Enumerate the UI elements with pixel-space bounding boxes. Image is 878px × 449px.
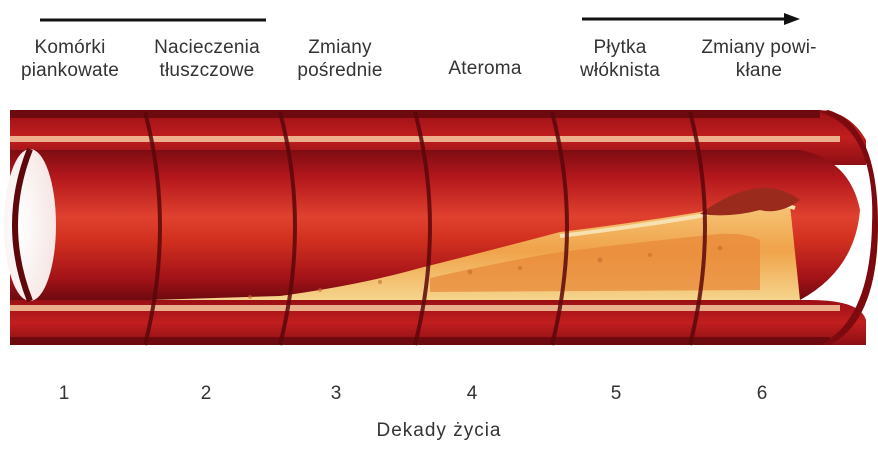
top-wall-intima	[10, 136, 840, 142]
bottom-wall-outer	[10, 337, 830, 345]
stage-number-2: 2	[186, 383, 226, 405]
stage-number-6: 6	[742, 383, 782, 405]
artery-illustration	[0, 0, 878, 380]
axis-title: Dekady życia	[0, 420, 878, 442]
stage-number-3: 3	[316, 383, 356, 405]
stage-number-5: 5	[596, 383, 636, 405]
artery-opening	[4, 149, 56, 301]
stage-number-4: 4	[452, 383, 492, 405]
stage-number-1: 1	[44, 383, 84, 405]
